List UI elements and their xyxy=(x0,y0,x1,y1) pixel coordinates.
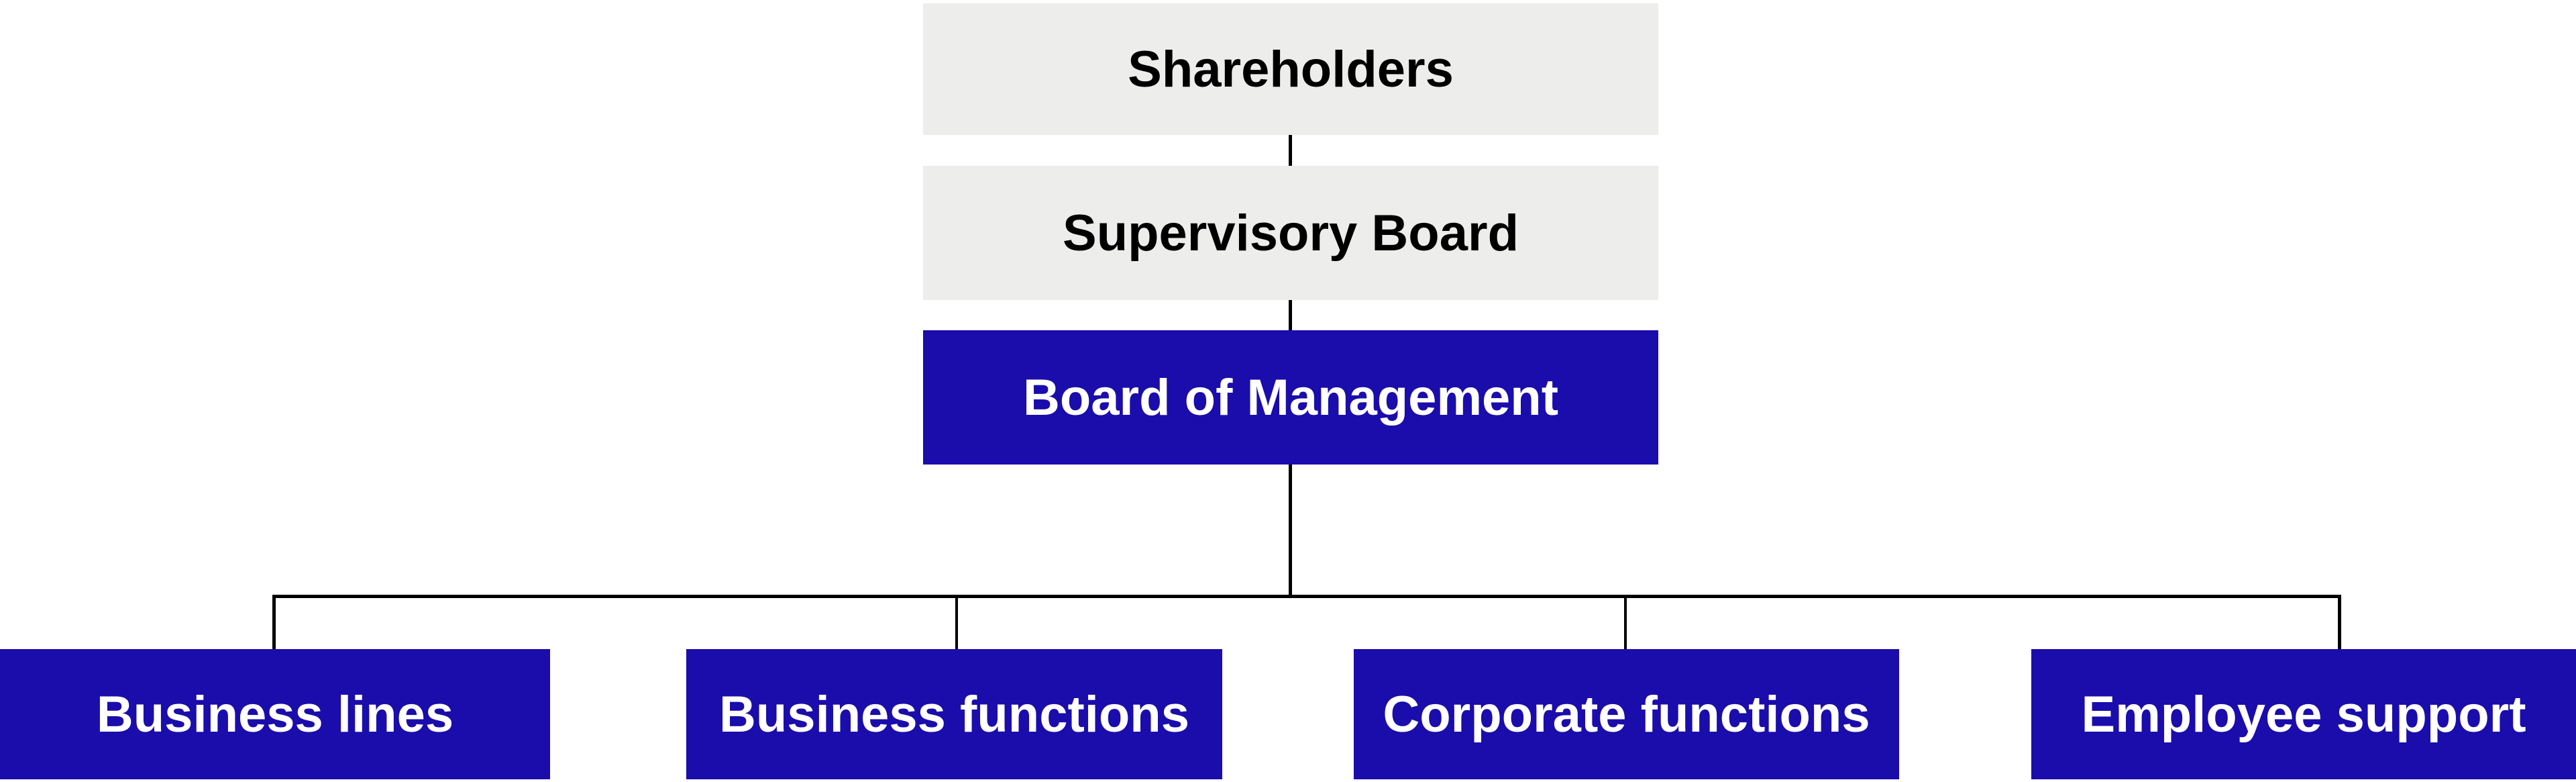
node-board-of-management: Board of Management xyxy=(923,330,1658,465)
connector-shareholders-supervisory xyxy=(1289,135,1292,166)
connector-branch-rail xyxy=(272,595,2341,598)
node-employee-support: Employee support xyxy=(2031,649,2576,779)
connector-drop-business-functions xyxy=(955,598,958,649)
node-business-lines-label: Business lines xyxy=(96,685,454,743)
node-corporate-functions: Corporate functions xyxy=(1354,649,1899,779)
connector-board-trunk xyxy=(1289,465,1292,596)
node-shareholders-label: Shareholders xyxy=(1128,40,1454,98)
node-business-functions-label: Business functions xyxy=(719,685,1189,743)
connector-drop-employee-support xyxy=(2338,595,2341,649)
connector-supervisory-board xyxy=(1289,300,1292,330)
node-business-functions: Business functions xyxy=(686,649,1222,779)
node-employee-support-label: Employee support xyxy=(2081,685,2526,743)
node-shareholders: Shareholders xyxy=(923,3,1658,135)
node-supervisory-board-label: Supervisory Board xyxy=(1063,204,1519,262)
node-board-of-management-label: Board of Management xyxy=(1022,369,1559,426)
connector-drop-business-lines xyxy=(272,595,276,649)
node-corporate-functions-label: Corporate functions xyxy=(1383,685,1870,743)
connector-drop-corporate-functions xyxy=(1624,598,1627,649)
node-supervisory-board: Supervisory Board xyxy=(923,166,1658,300)
node-business-lines: Business lines xyxy=(0,649,550,779)
